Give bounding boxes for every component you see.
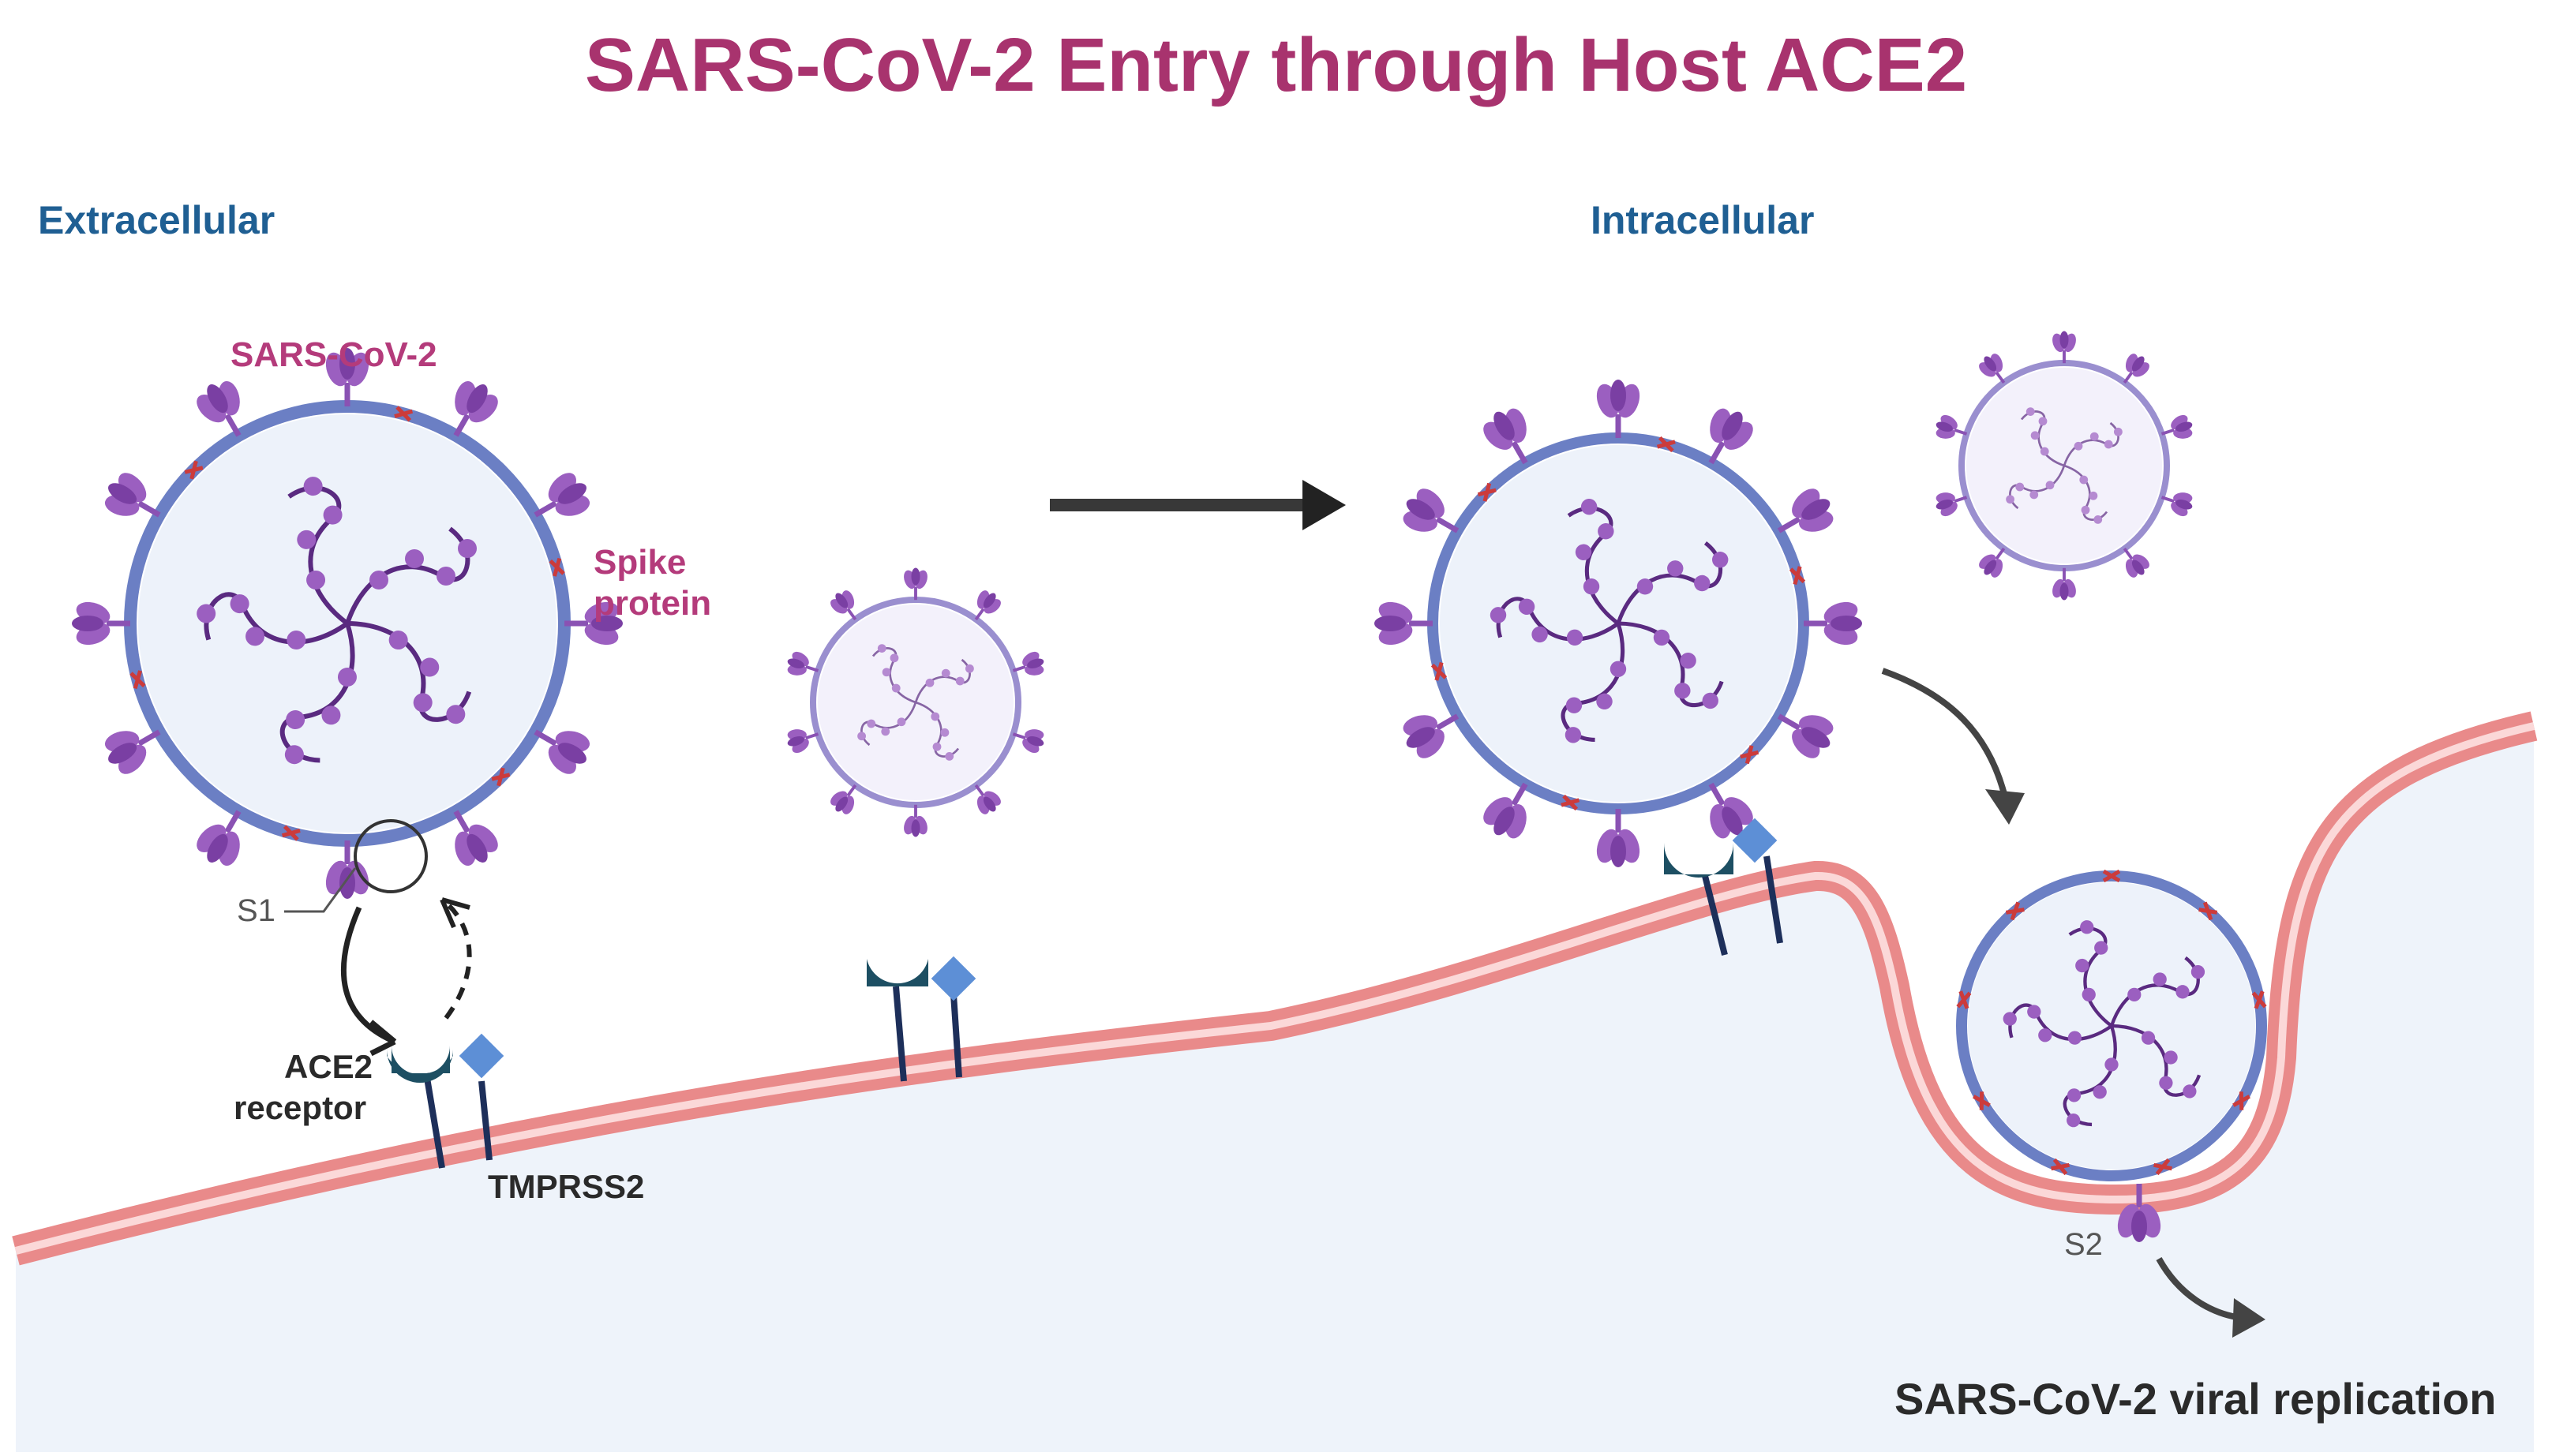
entry-arrow: [1881, 668, 2008, 798]
replication-label: SARS-CoV-2 viral replication: [1894, 1374, 2497, 1424]
virus-small-middle: [781, 566, 1050, 839]
release-arrow-dashed: [440, 897, 472, 1020]
ace2-receptor-middle: [867, 959, 928, 1082]
tmprss2-left: [459, 1033, 504, 1161]
ace2-receptor-left: [387, 1046, 453, 1169]
page-title: SARS-CoV-2 Entry through Host ACE2: [584, 23, 1968, 107]
binding-arrow: [341, 906, 396, 1045]
tmprss2-label: TMPRSS2: [488, 1168, 645, 1205]
ace2-label-line2: receptor: [234, 1089, 367, 1126]
virus-engulfed: [1958, 871, 2265, 1181]
cytoplasm: [16, 726, 2534, 1452]
ace2-receptor-right: [1664, 843, 1733, 956]
virus-large-right: [1374, 380, 1862, 867]
tmprss2-right: [1732, 818, 1783, 944]
s1-highlight: [354, 819, 428, 893]
s1-leader-line: [284, 867, 357, 913]
virus-small-top-right: [1930, 329, 2198, 602]
virus-large-left: [72, 348, 623, 899]
tmprss2-middle: [931, 956, 976, 1078]
region-label-intracellular: Intracellular: [1591, 198, 1815, 242]
replication-arrow: [2156, 1257, 2243, 1321]
s2-label: S2: [2064, 1227, 2103, 1262]
spike-label-line2: protein: [594, 584, 712, 623]
process-arrow: [1050, 480, 1346, 530]
ace2-label-line1: ACE2: [284, 1048, 373, 1085]
region-label-extracellular: Extracellular: [38, 198, 275, 242]
s1-label: S1: [237, 893, 275, 928]
spike-label-line1: Spike: [594, 543, 687, 582]
virus-label: SARS-CoV-2: [230, 335, 437, 374]
